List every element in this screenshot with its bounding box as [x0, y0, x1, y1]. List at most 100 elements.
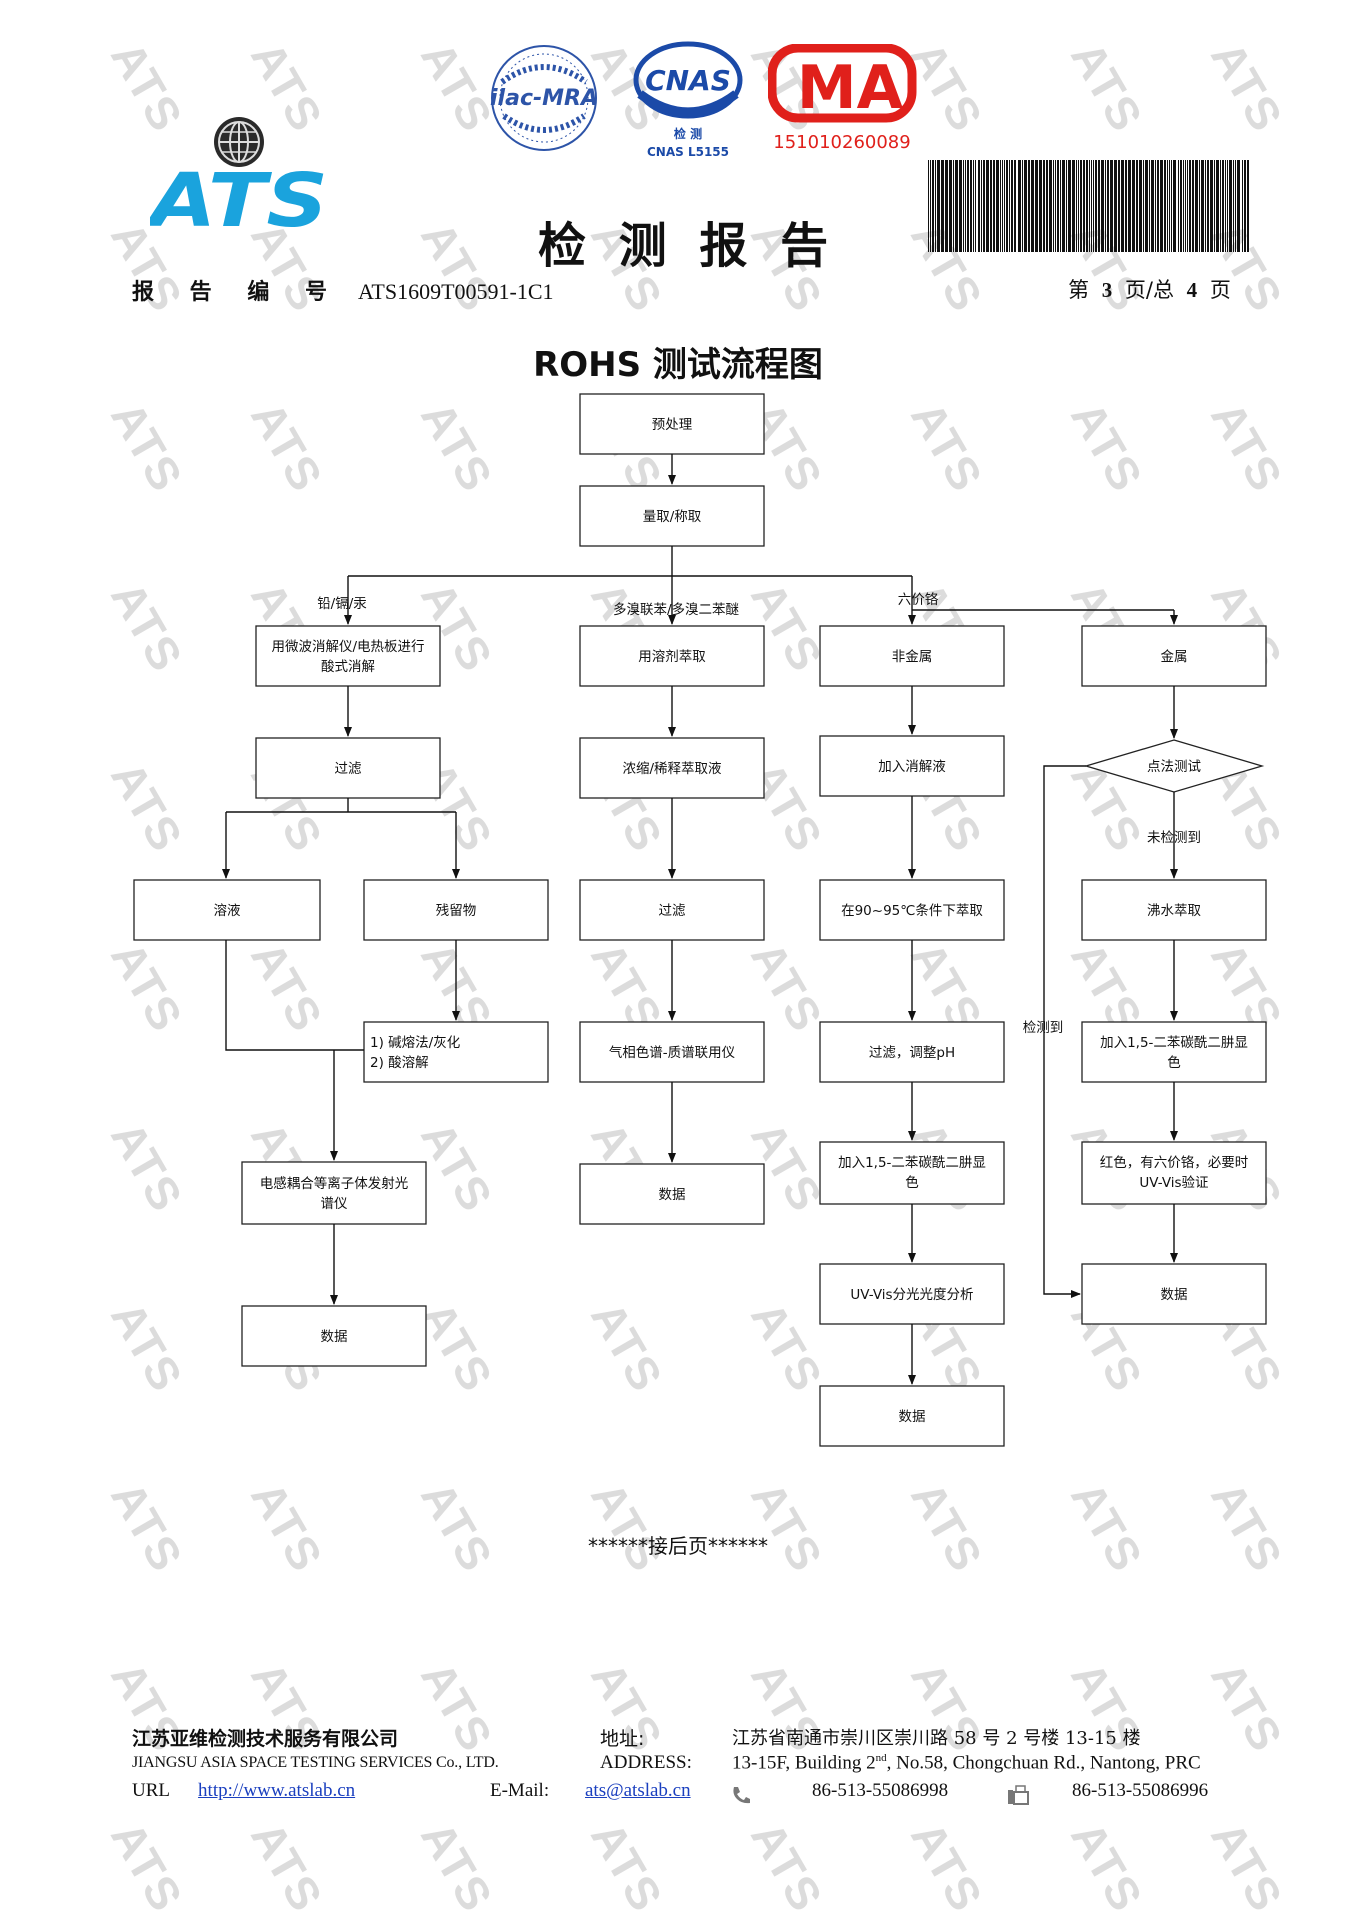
cnas-badge: CNAS 检 测 CNAS L5155 — [630, 38, 746, 162]
barcode-bar — [1114, 160, 1117, 252]
label-data-a: 数据 — [321, 1329, 348, 1345]
barcode-bar — [1101, 160, 1104, 252]
barcode-bar — [1014, 160, 1016, 252]
barcode-bar — [1164, 160, 1166, 252]
page-current: 3 — [1101, 278, 1113, 302]
barcode-bar — [1210, 160, 1213, 252]
barcode-bar — [1095, 160, 1097, 252]
address-label-en: ADDRESS: — [600, 1752, 692, 1773]
logo-text: ATS — [150, 158, 328, 232]
barcode-bar — [1110, 160, 1113, 252]
barcode-bar — [1000, 160, 1001, 252]
barcode-bar — [1132, 160, 1135, 252]
barcode-bar — [959, 160, 962, 252]
barcode-bar — [996, 160, 999, 252]
barcode-bar — [1247, 160, 1249, 252]
node-add-dpc-c — [819, 1141, 1005, 1205]
barcode-bar — [1143, 160, 1144, 252]
address-cn: 江苏省南通市崇川区崇川路 58 号 2 号楼 13-15 楼 — [732, 1728, 1141, 1749]
barcode-bar — [1201, 160, 1204, 252]
node-residue — [363, 879, 549, 941]
barcode-bar — [1160, 160, 1163, 252]
barcode-bar — [1043, 160, 1045, 252]
node-data-c — [819, 1385, 1005, 1447]
label-alkali-fusion-1: 1) 碱熔法/灰化 — [370, 1035, 460, 1051]
barcode-bar — [1002, 160, 1003, 252]
barcode-bar — [1225, 160, 1226, 252]
label-concentrate: 浓缩/稀释萃取液 — [622, 761, 722, 777]
barcode-bar — [1078, 160, 1079, 252]
rohs-flowchart: ROHS 测试流程图 — [133, 345, 1267, 1447]
node-non-metal — [819, 625, 1005, 687]
label-metal: 金属 — [1161, 649, 1188, 665]
barcode-bar — [1180, 160, 1182, 252]
label-add-dpc-c-1: 加入1,5-二苯碳酰二肼显 — [838, 1155, 986, 1171]
address-label-cn: 地址: — [600, 1728, 645, 1750]
node-data-a — [241, 1305, 427, 1367]
barcode-bar — [1105, 160, 1106, 252]
barcode-bar — [1233, 160, 1234, 252]
fax-icon — [1006, 1784, 1030, 1806]
barcode-bar — [955, 160, 958, 252]
footer-url-row: URL http://www.atslab.cn — [132, 1780, 355, 1802]
phone-number: 86-513-55086998 — [812, 1780, 949, 1801]
barcode-bar — [1222, 160, 1224, 252]
email-link[interactable]: ats@atslab.cn — [585, 1780, 691, 1801]
barcode-bar — [993, 160, 995, 252]
barcode-bar — [1178, 160, 1179, 252]
barcode-bar — [1151, 160, 1154, 252]
cnas-main: CNAS — [645, 64, 731, 97]
node-data-d — [1081, 1263, 1267, 1325]
label-acid-digestion-2: 酸式消解 — [321, 659, 375, 675]
label-data-d: 数据 — [1161, 1287, 1188, 1303]
barcode-bar — [1187, 160, 1188, 252]
label-not-detected: 未检测到 — [1147, 830, 1201, 846]
barcode-bar — [970, 160, 972, 252]
barcode-bar — [1004, 160, 1005, 252]
barcode-bar — [986, 160, 989, 252]
node-add-digestion — [819, 735, 1005, 797]
ilac-text: ilac-MRA — [490, 86, 598, 111]
label-extract-90-95: 在90~95℃条件下萃取 — [841, 902, 983, 919]
label-icp-2: 谱仪 — [321, 1196, 348, 1212]
barcode-bar — [1057, 160, 1059, 252]
watermark-text: ATS — [581, 1813, 674, 1921]
node-acid-digestion — [255, 625, 441, 687]
label-red-cr6-2: UV-Vis验证 — [1139, 1175, 1208, 1191]
barcode-bar — [937, 160, 940, 252]
barcode-bar — [1183, 160, 1184, 252]
website-link[interactable]: http://www.atslab.cn — [198, 1780, 356, 1801]
barcode-bar — [1011, 160, 1013, 252]
barcode-bar — [1049, 160, 1052, 252]
label-detected: 检测到 — [1023, 1020, 1064, 1036]
barcode-bar — [1237, 160, 1240, 252]
barcode-bar — [1068, 160, 1071, 252]
flowchart-title: ROHS 测试流程图 — [533, 345, 823, 385]
url-label: URL — [132, 1780, 170, 1801]
watermark-text: ATS — [411, 1653, 504, 1761]
barcode-bar — [1136, 160, 1138, 252]
label-add-dpc-d-1: 加入1,5-二苯碳酰二肼显 — [1100, 1035, 1248, 1051]
label-red-cr6-1: 红色，有六价铬，必要时 — [1100, 1154, 1249, 1171]
barcode — [926, 160, 1254, 252]
ilac-mra-badge: ilac-MRA — [488, 42, 600, 154]
barcode-bar — [981, 160, 982, 252]
barcode-bar — [1244, 160, 1246, 252]
barcode-bar — [1214, 160, 1215, 252]
node-extract-90-95 — [819, 879, 1005, 941]
barcode-bar — [1220, 160, 1221, 252]
barcode-bar — [1018, 160, 1021, 252]
label-add-dpc-d-2: 色 — [1167, 1054, 1181, 1071]
barcode-bar — [1155, 160, 1156, 252]
barcode-bar — [932, 160, 934, 252]
barcode-bar — [1006, 160, 1008, 252]
barcode-bar — [1185, 160, 1186, 252]
barcode-bar — [1229, 160, 1232, 252]
barcode-bar — [1195, 160, 1198, 252]
report-no-label: 报 告 编 号 — [132, 280, 341, 305]
report-no: ATS1609T00591-1C1 — [357, 279, 554, 304]
node-concentrate — [579, 737, 765, 799]
phone-icon — [730, 1784, 752, 1806]
barcode-bar — [1039, 160, 1042, 252]
barcode-bar — [1242, 160, 1243, 252]
